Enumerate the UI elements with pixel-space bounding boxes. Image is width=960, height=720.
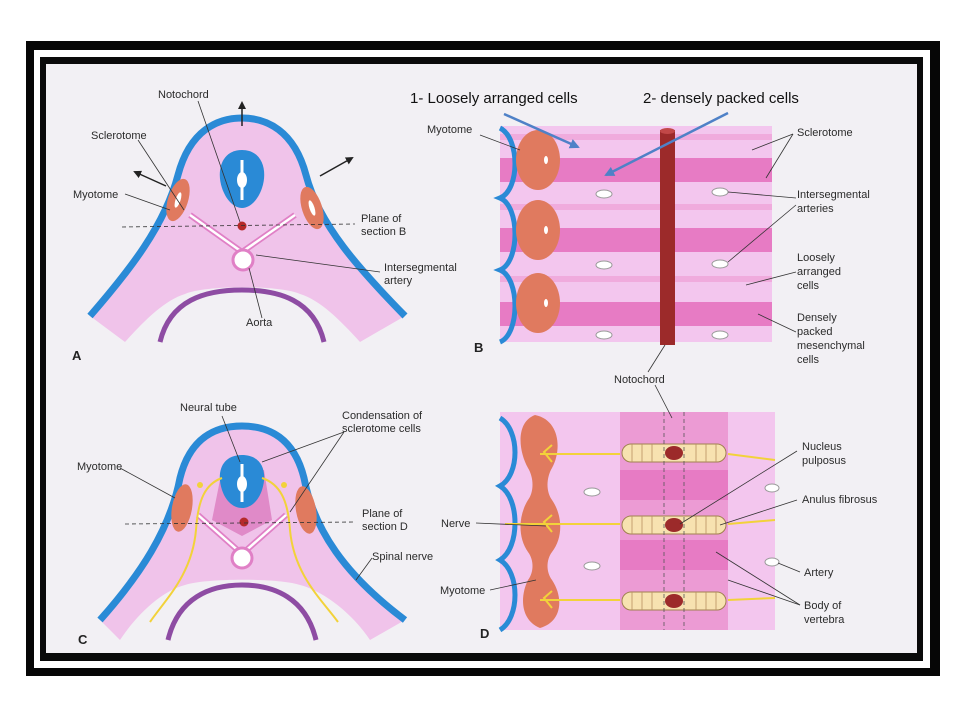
panel-c: Neural tube Condensation of sclerotome c… [77, 402, 433, 647]
d-nucleus-pulposus-2 [665, 518, 683, 532]
panel-d: Nucleus pulposus Anulus fibrosus Nerve M… [440, 384, 878, 641]
a-interseg-label-2: artery [384, 275, 413, 287]
b-arteries [595, 187, 729, 340]
d-body-label-1: Body of [804, 600, 842, 612]
d-nucleus-pulposus-3 [665, 594, 683, 608]
b-myotome-3 [516, 273, 560, 333]
a-interseg-label-1: Intersegmental [384, 262, 457, 274]
b-skin [493, 125, 518, 345]
b-myotome-1 [516, 130, 560, 190]
d-myotome [520, 415, 561, 628]
c-gut [165, 582, 319, 641]
b-myotome-label: Myotome [427, 124, 472, 136]
c-condensation-label-2: sclerotome cells [342, 423, 421, 435]
a-notochord [237, 221, 247, 231]
a-plane-label-1: Plane of [361, 213, 402, 225]
a-body [90, 118, 405, 342]
b-myotome-2 [516, 200, 560, 260]
a-plane-label-2: section B [361, 226, 406, 238]
d-body-label-2: vertebra [804, 614, 845, 626]
b-notochord-label: Notochord [614, 374, 665, 386]
arrow-dense [604, 111, 729, 177]
b-sclerotome-label: Sclerotome [797, 127, 853, 139]
a-arrow-left [133, 170, 167, 187]
b-arteries-label-2: arteries [797, 203, 834, 215]
c-notochord [239, 517, 249, 527]
c-skin [97, 422, 408, 623]
panel-c-letter: C [78, 632, 88, 647]
a-notochord-label: Notochord [158, 89, 209, 101]
panel-d-letter: D [480, 626, 489, 641]
d-nucleus-label-1: Nucleus [802, 441, 842, 453]
a-sclerotome-label: Sclerotome [91, 130, 147, 142]
c-aorta [230, 546, 254, 570]
d-intervertebral-discs [621, 443, 727, 611]
c-myotome-right [295, 486, 317, 534]
c-myotome-label: Myotome [77, 461, 122, 473]
a-gut [157, 287, 327, 343]
panel-a: Notochord Sclerotome Myotome Plane of se… [72, 89, 457, 363]
panel-b: Myotome Sclerotome Intersegmental arteri… [427, 111, 870, 386]
panel-a-letter: A [72, 348, 82, 363]
b-dense-label-1: Densely [797, 312, 837, 324]
d-artery-label: Artery [804, 567, 834, 579]
d-arteries [583, 483, 780, 571]
b-notochord [660, 130, 675, 345]
d-nerves [505, 444, 776, 609]
panel-b-letter: B [474, 340, 483, 355]
arrow-loose [503, 112, 580, 149]
d-nucleus-label-2: pulposus [802, 455, 847, 467]
d-myotome-label: Myotome [440, 585, 485, 597]
d-nerve-label: Nerve [441, 518, 470, 530]
b-dense-label-3: mesenchymal [797, 340, 865, 352]
c-neural-tube-label: Neural tube [180, 402, 237, 414]
d-nucleus-pulposus-1 [665, 446, 683, 460]
b-loose-label-1: Loosely [797, 252, 835, 264]
b-dense-label-4: cells [797, 354, 820, 366]
b-loose-label-3: cells [797, 280, 820, 292]
c-plane-label-1: Plane of [362, 508, 403, 520]
c-myotome-left [171, 484, 193, 532]
b-arteries-label-1: Intersegmental [797, 189, 870, 201]
c-spinal-nerve-right [261, 477, 339, 623]
a-aorta-label: Aorta [246, 317, 273, 329]
a-arrow-right [319, 157, 354, 177]
caption-densely-packed: 2- densely packed cells [643, 90, 799, 107]
a-myotome-label: Myotome [73, 189, 118, 201]
b-loose-label-2: arranged [797, 266, 841, 278]
b-dense-label-2: packed [797, 326, 832, 338]
c-plane-label-2: section D [362, 521, 408, 533]
caption-loosely-arranged: 1- Loosely arranged cells [410, 90, 578, 107]
c-spinal-nerve-left [149, 477, 223, 623]
c-spinal-nerve-label: Spinal nerve [372, 551, 433, 563]
a-aorta [231, 248, 255, 272]
c-condensation-label-1: Condensation of [342, 410, 423, 422]
d-anulus-label: Anulus fibrosus [802, 494, 878, 506]
